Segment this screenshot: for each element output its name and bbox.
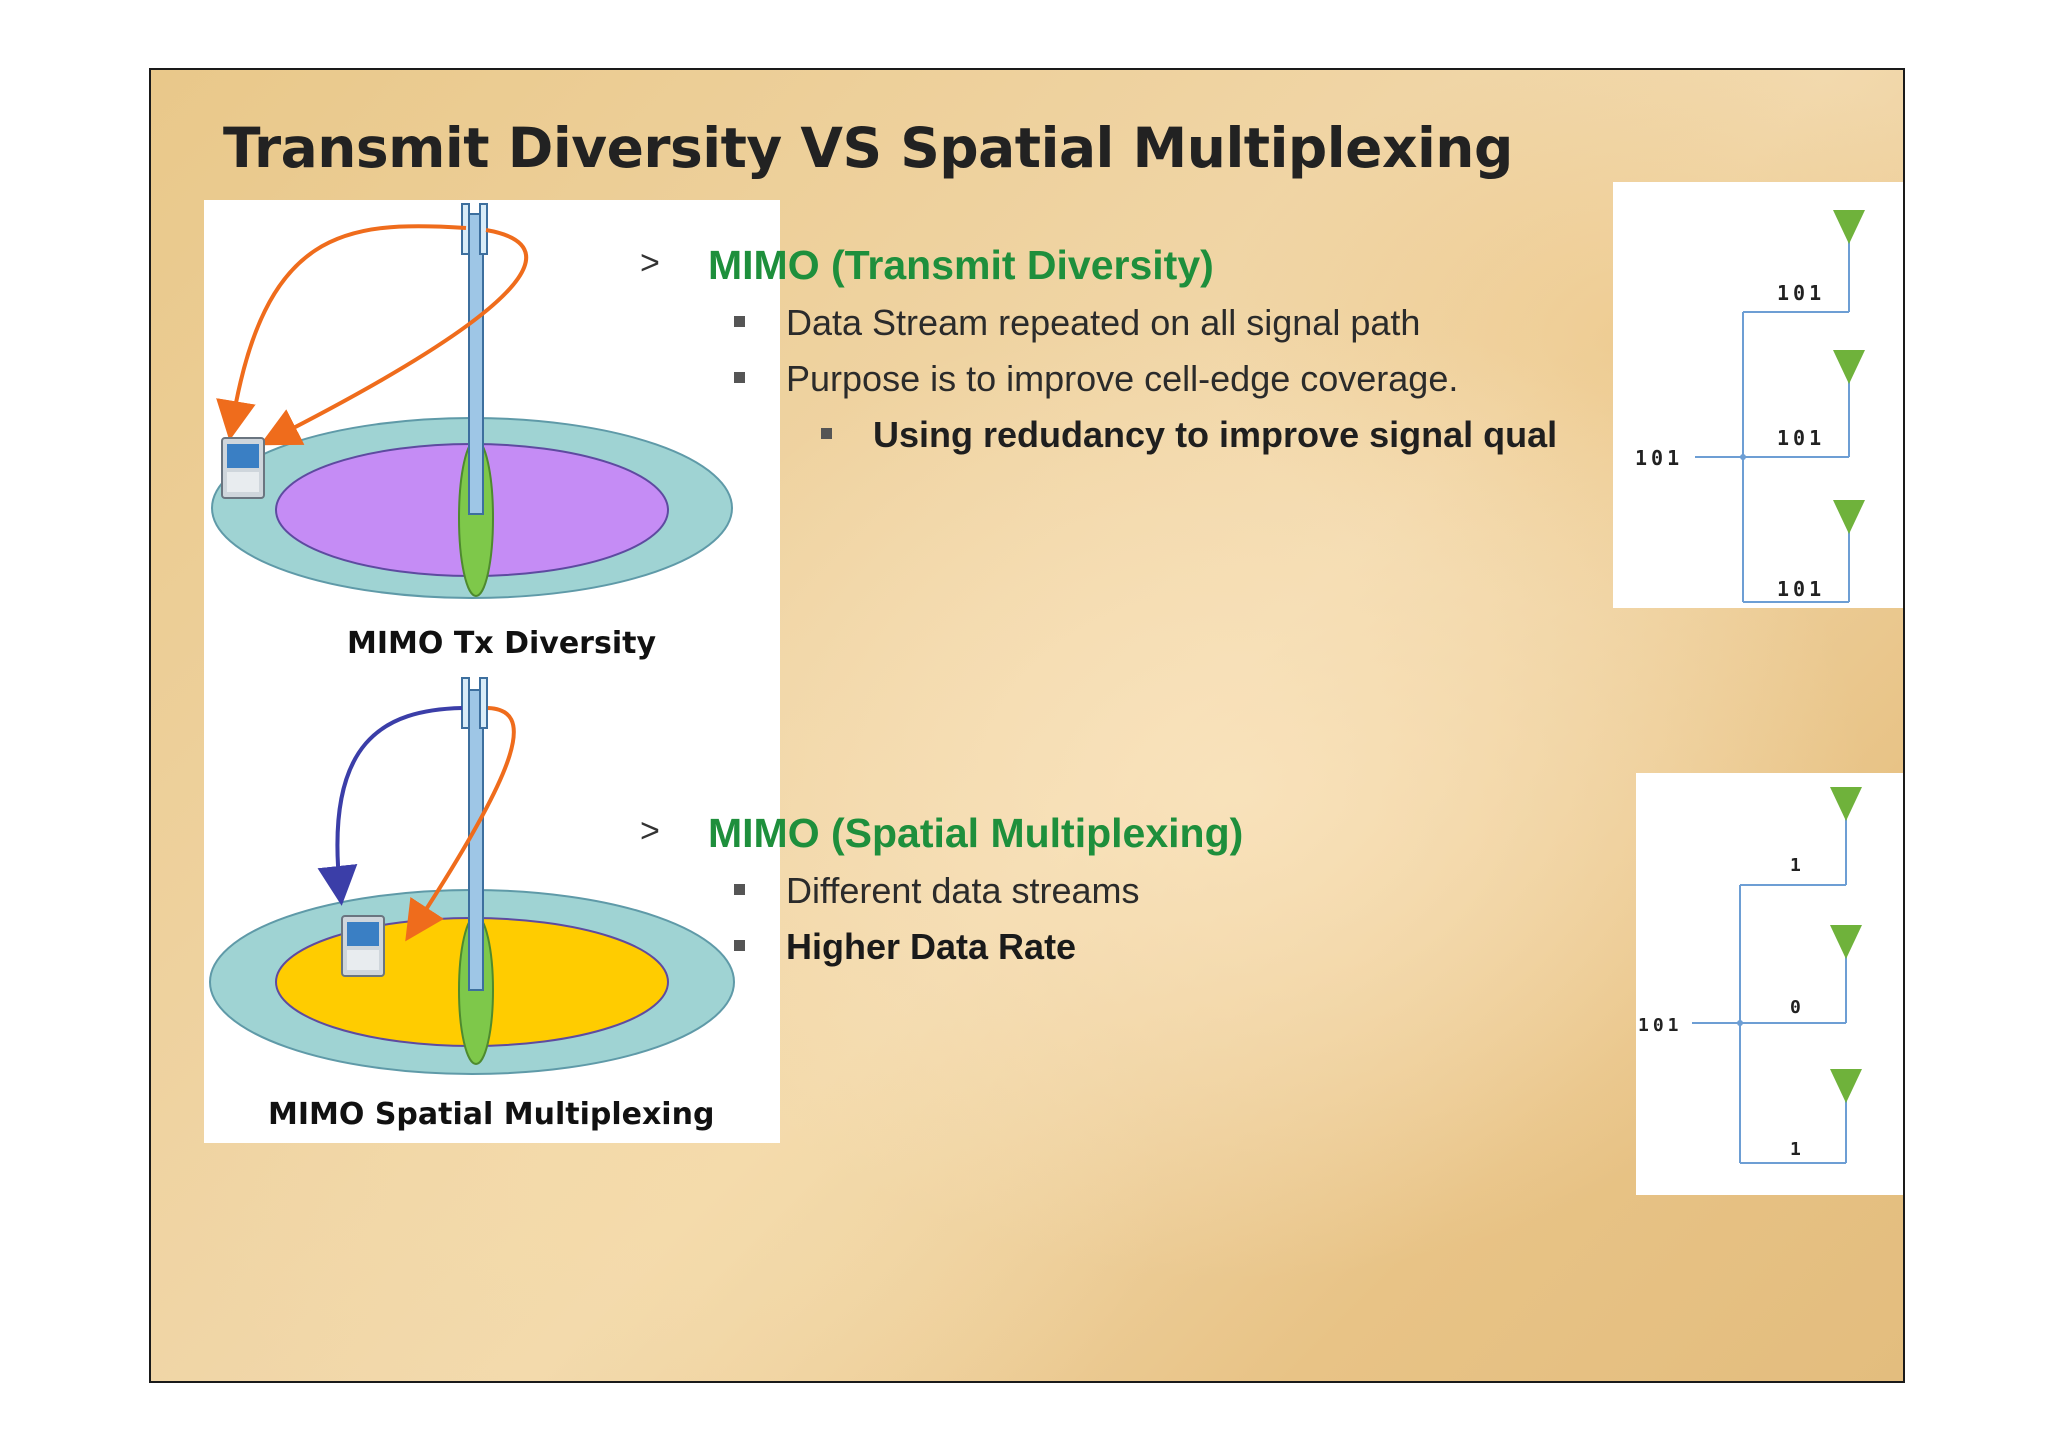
bullet-square — [734, 316, 745, 327]
section-heading: MIMO (Transmit Diversity) — [708, 242, 1214, 288]
bullet-text: Higher Data Rate — [786, 926, 1077, 967]
antenna-icon — [1830, 1069, 1862, 1103]
mimo-illustration — [209, 203, 735, 1075]
output-label: 101 — [1777, 426, 1825, 450]
output-label: 101 — [1777, 281, 1825, 305]
bullet-text: Different data streams — [786, 870, 1140, 911]
input-label: 101 — [1638, 1015, 1683, 1036]
bullet-square — [734, 884, 745, 895]
section-marker: > — [640, 812, 660, 850]
antenna-element-right — [479, 677, 488, 729]
slide: Transmit Diversity VS Spatial Multiplexi… — [149, 68, 1905, 1383]
output-label: 0 — [1790, 997, 1801, 1018]
signal-arrow-1 — [216, 224, 467, 441]
antenna-icon — [1830, 787, 1862, 821]
bullet-square — [734, 940, 745, 951]
mimo-illustration-panel: MIMO Tx Diversity MIMO Spatial Multiplex… — [204, 200, 780, 1143]
bullet-text: Data Stream repeated on all signal path — [786, 302, 1421, 343]
signal-arrow-blue — [317, 706, 463, 906]
multiplexing-diagram: 101 1 0 1 — [1638, 787, 1862, 1164]
diversity-diagram-panel: 101 101 101 101 — [1613, 182, 1903, 608]
caption-spatial-multiplexing: MIMO Spatial Multiplexing — [268, 1097, 715, 1132]
antenna-icon — [1833, 350, 1865, 384]
input-label: 101 — [1635, 446, 1683, 470]
antenna-element-left — [461, 677, 470, 729]
slide-title: Transmit Diversity VS Spatial Multiplexi… — [223, 116, 1513, 180]
phone-icon — [341, 915, 385, 977]
signal-arrow-orange — [405, 706, 516, 942]
section-heading: MIMO (Spatial Multiplexing) — [708, 810, 1244, 856]
antenna-icon — [1833, 210, 1865, 244]
multiplexing-diagram-panel: 101 1 0 1 — [1636, 773, 1903, 1195]
caption-tx-diversity: MIMO Tx Diversity — [347, 626, 656, 661]
diversity-diagram: 101 101 101 101 — [1635, 210, 1865, 603]
spatial-multiplexing-scene — [209, 677, 735, 1075]
antenna-icon — [1833, 500, 1865, 534]
antenna-icon — [1830, 925, 1862, 959]
tx-diversity-scene — [211, 203, 733, 599]
output-label: 1 — [1790, 1139, 1801, 1160]
phone-icon — [221, 437, 265, 499]
bullet-square — [734, 372, 745, 383]
antenna-element-right — [479, 203, 488, 255]
sub-bullet-text: Using redudancy to improve signal qual — [873, 414, 1558, 455]
sub-bullet-square — [821, 428, 832, 439]
signal-arrow-2 — [259, 228, 529, 446]
antenna-mast — [468, 213, 484, 515]
output-label: 1 — [1790, 855, 1801, 876]
antenna-mast — [468, 689, 484, 991]
output-label: 101 — [1777, 577, 1825, 601]
section-marker: > — [640, 244, 660, 282]
bullet-text: Purpose is to improve cell-edge coverage… — [786, 358, 1459, 399]
